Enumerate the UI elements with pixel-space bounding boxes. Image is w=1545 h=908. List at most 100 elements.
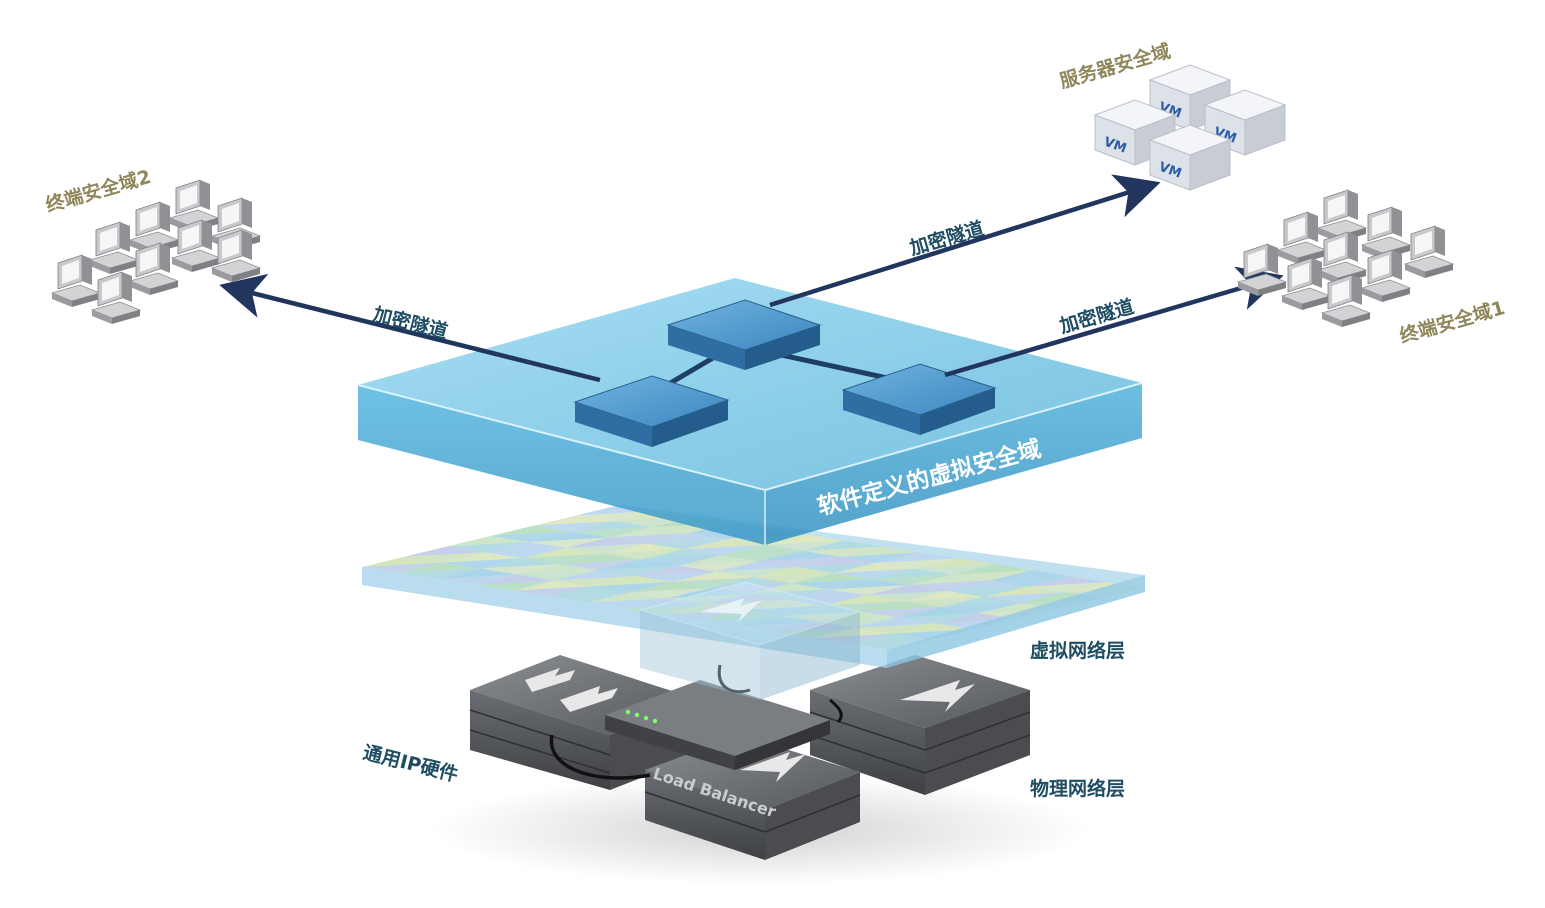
generic-ip-hardware-label: 通用IP硬件 bbox=[361, 741, 461, 787]
mosaic-tile bbox=[635, 571, 716, 582]
computer-icon bbox=[168, 179, 220, 232]
cable bbox=[717, 664, 751, 694]
mosaic-tile bbox=[802, 546, 883, 557]
mosaic-tile bbox=[598, 559, 679, 571]
mosaic-tile bbox=[587, 598, 668, 609]
mosaic-tile bbox=[849, 639, 930, 650]
mosaic-tile bbox=[828, 584, 909, 596]
mosaic-tile bbox=[598, 565, 679, 576]
mosaic-tile bbox=[941, 596, 1022, 608]
mosaic-tile bbox=[442, 558, 523, 569]
computer-icon bbox=[128, 242, 180, 295]
mosaic-tile bbox=[898, 613, 979, 624]
physical-network-layer-label: 物理网络层 bbox=[1030, 777, 1125, 800]
vm-label: VM bbox=[1102, 135, 1129, 157]
mosaic-tile bbox=[946, 586, 1027, 597]
mosaic-tile bbox=[898, 607, 979, 618]
mosaic-tile bbox=[560, 559, 641, 571]
tunnel-arrow-left bbox=[219, 273, 601, 383]
virtual-node-top-icon bbox=[666, 299, 822, 370]
mosaic-tile bbox=[764, 534, 845, 545]
computer-icon bbox=[90, 271, 142, 324]
tunnel-label-top: 加密隧道 bbox=[906, 217, 986, 260]
computer-icon bbox=[170, 219, 222, 272]
mosaic-tile bbox=[823, 601, 904, 612]
cable bbox=[829, 698, 843, 724]
mosaic-tile bbox=[603, 549, 684, 560]
mosaic-tile bbox=[517, 564, 598, 575]
computer-icon bbox=[1280, 257, 1332, 310]
mosaic-tile bbox=[523, 553, 604, 565]
computer-icon bbox=[1320, 274, 1372, 327]
mosaic-tile bbox=[871, 568, 952, 580]
computer-icon bbox=[50, 254, 102, 307]
mosaic-tile bbox=[635, 565, 716, 576]
mosaic-tile bbox=[491, 531, 572, 542]
mosaic-tile bbox=[609, 533, 690, 544]
mosaic-tile bbox=[528, 531, 609, 542]
mosaic-tile bbox=[673, 577, 754, 588]
mosaic-tile bbox=[405, 552, 486, 563]
mosaic-tile bbox=[1027, 582, 1108, 593]
mosaic-tile bbox=[480, 558, 561, 569]
mosaic-tile bbox=[834, 568, 915, 580]
encrypted-tunnels: 加密隧道 加密隧道 加密隧道 bbox=[219, 174, 1284, 383]
virtual-node-left-icon bbox=[573, 375, 730, 447]
mosaic-tile bbox=[716, 567, 797, 578]
mosaic-tile bbox=[877, 552, 958, 563]
terminal-domain-2-cluster: 终端安全域2 bbox=[43, 165, 262, 324]
mosaic-tile bbox=[903, 590, 984, 602]
mosaic-tile bbox=[871, 574, 952, 585]
mosaic-tile bbox=[362, 562, 443, 573]
mosaic-tile bbox=[549, 586, 630, 597]
physical-hardware-cluster: Load Balancer bbox=[430, 655, 1090, 885]
mosaic-tile bbox=[678, 555, 759, 566]
mosaic-tile bbox=[491, 525, 572, 536]
cable bbox=[549, 734, 651, 780]
mosaic-tile bbox=[860, 601, 941, 612]
mosaic-tile bbox=[609, 527, 690, 538]
virtual-node-right-icon bbox=[841, 363, 997, 435]
virtual-network-layer-label: 虚拟网络层 bbox=[1030, 639, 1125, 662]
vm-label: VM bbox=[1157, 160, 1184, 182]
mosaic-tile bbox=[785, 589, 866, 600]
mosaic-tile bbox=[678, 561, 759, 572]
mosaic-tile bbox=[630, 587, 711, 599]
switch-right-icon bbox=[809, 655, 1031, 795]
mosaic-tile bbox=[935, 613, 1016, 624]
mosaic-tile bbox=[399, 562, 480, 573]
mosaic-tile bbox=[485, 541, 566, 553]
mosaic-tile bbox=[560, 553, 641, 565]
mosaic-tile bbox=[437, 574, 518, 585]
computer-icon bbox=[88, 221, 140, 274]
mosaic-tile bbox=[474, 580, 555, 591]
mosaic-tile bbox=[405, 546, 486, 557]
mosaic-tile bbox=[603, 543, 684, 554]
mosaic-tile bbox=[549, 592, 630, 603]
mosaic-tile bbox=[566, 543, 647, 554]
mosaic-tile bbox=[646, 539, 727, 550]
mosaic-tile bbox=[630, 581, 711, 593]
terminal-domain-1-cluster: 终端安全域1 bbox=[1236, 189, 1507, 348]
mosaic-tile bbox=[989, 576, 1070, 587]
mosaic-tile bbox=[855, 623, 936, 634]
mosaic-tile bbox=[485, 547, 566, 559]
mosaic-tile bbox=[909, 574, 990, 585]
mosaic-tile bbox=[1027, 576, 1108, 587]
mosaic-tile bbox=[721, 544, 802, 556]
mosaic-tile bbox=[566, 537, 647, 548]
mosaic-tile bbox=[555, 575, 636, 587]
mosaic-tile bbox=[909, 580, 990, 591]
mosaic-tile bbox=[791, 573, 872, 584]
mosaic-tile bbox=[442, 552, 523, 563]
computer-icon bbox=[1360, 206, 1412, 259]
computer-icon bbox=[128, 201, 180, 254]
mosaic-tile bbox=[774, 627, 855, 639]
mosaic-tile bbox=[764, 540, 845, 551]
mosaic-tile bbox=[362, 556, 443, 567]
mosaic-tile bbox=[710, 577, 791, 588]
mosaic-tile bbox=[641, 555, 722, 566]
mosaic-tile bbox=[555, 570, 636, 581]
mosaic-tile bbox=[587, 592, 668, 603]
